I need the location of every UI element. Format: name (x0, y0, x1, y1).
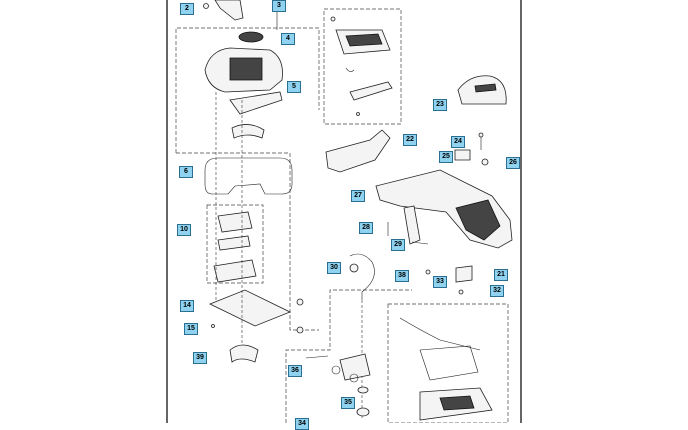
cable-part-30 (349, 253, 375, 300)
group-frame-top-left (175, 27, 320, 153)
screw-part-2 (203, 3, 209, 9)
callout-38: 38 (395, 270, 409, 282)
part-25 (454, 149, 471, 161)
group-frame-throttle (323, 8, 402, 125)
callout-4: 4 (281, 33, 295, 45)
throttle-cable-33 (399, 317, 481, 351)
callout-36: 36 (288, 365, 302, 377)
callout-33: 33 (433, 276, 447, 288)
bushing (356, 407, 370, 417)
screw-part-14b (296, 326, 304, 334)
clip-part-39 (229, 344, 259, 363)
callout-39: 39 (193, 352, 207, 364)
group-frame-filter (206, 204, 264, 284)
group-frame-mid-left (176, 152, 319, 331)
top-cover-fragment (214, 0, 244, 21)
curved-clip (231, 124, 265, 139)
part-26 (481, 158, 489, 166)
callout-25: 25 (439, 151, 453, 163)
screw-part-14a (296, 298, 304, 306)
callout-15: 15 (184, 323, 198, 335)
screw-part-15 (211, 324, 215, 328)
group-frame-cable (387, 303, 509, 424)
callout-10: 10 (177, 224, 191, 236)
connector-part-35 (339, 353, 371, 381)
part-21 (455, 265, 473, 283)
callout-24: 24 (451, 136, 465, 148)
callout-27: 27 (351, 190, 365, 202)
callout-14: 14 (180, 300, 194, 312)
callout-34: 34 (295, 418, 309, 430)
callout-32: 32 (490, 285, 504, 297)
callout-2: 2 (180, 3, 194, 15)
callout-26: 26 (506, 157, 520, 169)
callout-29: 29 (391, 239, 405, 251)
group-frame-bottom (285, 289, 412, 423)
callout-3: 3 (272, 0, 286, 12)
screw-part-24 (478, 132, 484, 138)
handle-part-22 (325, 129, 391, 173)
filter-pad (217, 235, 251, 251)
filter-base (213, 259, 257, 283)
plate-part-14 (209, 289, 291, 327)
handle-post (403, 205, 421, 245)
screw-part-32 (458, 289, 464, 295)
part-38 (425, 269, 431, 275)
filter-element (217, 211, 253, 233)
gasket-part-6 (204, 157, 293, 195)
callout-5: 5 (287, 81, 301, 93)
callout-30: 30 (327, 262, 341, 274)
callout-6: 6 (179, 166, 193, 178)
handle-grip-area (455, 199, 501, 241)
callout-23: 23 (433, 99, 447, 111)
bracket-part-5 (229, 91, 283, 115)
cover-opening (229, 57, 263, 81)
throttle-screw (330, 16, 336, 22)
knob-part-4 (238, 31, 264, 43)
callout-28: 28 (359, 222, 373, 234)
callout-35: 35 (341, 397, 355, 409)
throttle-spring (345, 67, 355, 72)
callout-21: 21 (494, 269, 508, 281)
throttle-trigger (349, 81, 393, 101)
callout-22: 22 (403, 134, 417, 146)
